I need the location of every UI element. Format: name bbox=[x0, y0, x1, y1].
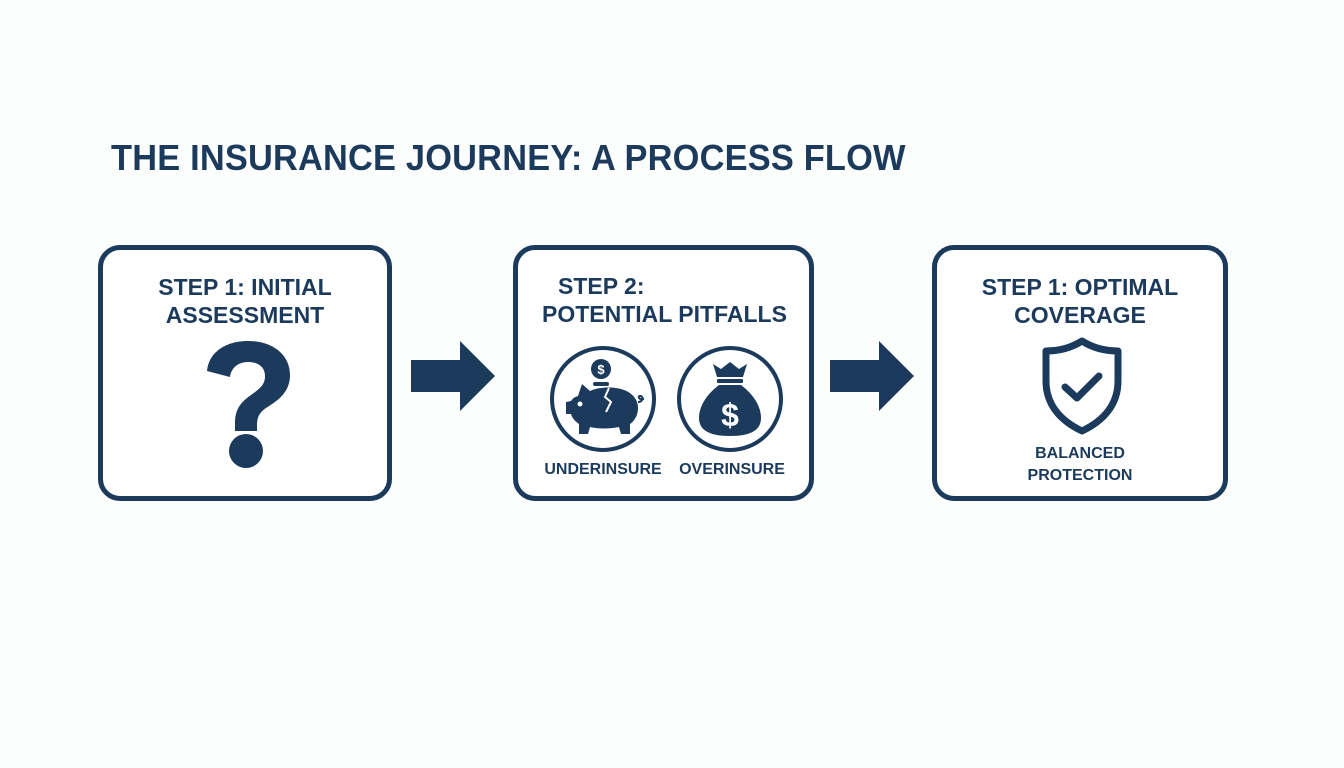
step-1-title: STEP 1: INITIAL ASSESSMENT bbox=[103, 273, 387, 329]
step-1-title-line1: STEP 1: INITIAL bbox=[158, 274, 332, 300]
step-3-title-line1: STEP 1: OPTIMAL bbox=[981, 274, 1179, 300]
step-1-box: STEP 1: INITIAL ASSESSMENT bbox=[98, 245, 392, 501]
svg-text:$: $ bbox=[597, 362, 605, 377]
overinsure-label: OVERINSURE bbox=[679, 461, 785, 478]
broken-piggy-bank-icon: $ bbox=[550, 346, 656, 452]
underinsure-label: UNDERINSURE bbox=[544, 461, 662, 478]
step-2-title-line1: STEP 2: bbox=[558, 273, 645, 299]
svg-text:$: $ bbox=[721, 397, 739, 433]
question-mark-icon bbox=[207, 341, 290, 468]
balanced-protection-caption: BALANCED PROTECTION bbox=[937, 443, 1223, 487]
money-bag-icon: $ bbox=[677, 346, 783, 452]
step-3-title-line2: COVERAGE bbox=[1014, 302, 1146, 328]
caption-line2: PROTECTION bbox=[1027, 467, 1133, 484]
step-2-title: STEP 2: POTENTIAL PITFALLS bbox=[542, 272, 809, 328]
step-2-box: STEP 2: POTENTIAL PITFALLS $ $ UNDERINSU… bbox=[513, 245, 814, 501]
step-2-title-line2: POTENTIAL PITFALLS bbox=[542, 301, 787, 327]
step-1-title-line2: ASSESSMENT bbox=[165, 302, 325, 328]
arrow-right-icon bbox=[411, 341, 495, 411]
page-title: THE INSURANCE JOURNEY: A PROCESS FLOW bbox=[111, 137, 906, 178]
shield-check-icon bbox=[1042, 337, 1122, 435]
step-3-title: STEP 1: OPTIMAL COVERAGE bbox=[937, 273, 1223, 329]
arrow-right-icon bbox=[830, 341, 914, 411]
step-3-box: STEP 1: OPTIMAL COVERAGE BALANCED PROTEC… bbox=[932, 245, 1228, 501]
caption-line1: BALANCED bbox=[1035, 445, 1125, 462]
